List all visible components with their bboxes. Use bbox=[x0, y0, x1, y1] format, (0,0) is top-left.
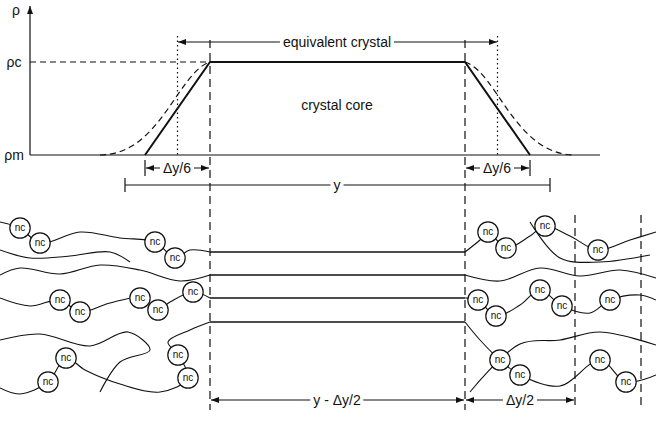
noncrystallizable-unit: nc bbox=[55, 347, 77, 369]
dimension-tick bbox=[144, 160, 145, 176]
noncrystallizable-unit: nc bbox=[9, 217, 31, 239]
polymer-chain bbox=[530, 222, 650, 262]
core-boundary bbox=[209, 40, 210, 410]
smooth-profile bbox=[100, 62, 210, 155]
dimension-label: y - Δy/2 bbox=[310, 392, 363, 408]
noncrystallizable-unit: nc bbox=[534, 215, 556, 237]
unit-label: nc bbox=[61, 353, 72, 363]
noncrystallizable-unit: nc bbox=[509, 364, 531, 386]
crystal-density-level bbox=[30, 61, 210, 62]
unit-label: nc bbox=[153, 305, 164, 315]
polymer-chain bbox=[0, 250, 130, 262]
dimension-label: equivalent crystal bbox=[280, 34, 394, 50]
noncrystallizable-unit: nc bbox=[551, 295, 573, 317]
unit-label: nc bbox=[605, 295, 616, 305]
noncrystallizable-unit: nc bbox=[467, 289, 489, 311]
density-profile bbox=[145, 62, 530, 155]
smooth-profile bbox=[465, 62, 575, 155]
equivalent-boundary bbox=[177, 36, 178, 155]
dimension-tick bbox=[124, 178, 125, 192]
dimension-tick bbox=[549, 178, 550, 192]
noncrystallizable-unit: nc bbox=[147, 299, 169, 321]
polymer-chain bbox=[0, 332, 150, 392]
unit-label: nc bbox=[515, 370, 526, 380]
unit-label: nc bbox=[183, 373, 194, 383]
unit-label: nc bbox=[55, 295, 66, 305]
noncrystallizable-unit: nc bbox=[49, 289, 71, 311]
noncrystallizable-unit: nc bbox=[177, 367, 199, 389]
unit-label: nc bbox=[35, 238, 46, 248]
noncrystallizable-unit: nc bbox=[164, 247, 186, 269]
crystal-stem bbox=[210, 321, 465, 322]
polymer-chain bbox=[0, 322, 210, 394]
noncrystallizable-unit: nc bbox=[37, 371, 59, 393]
noncrystallizable-unit: nc bbox=[589, 349, 611, 371]
noncrystallizable-unit: nc bbox=[495, 237, 517, 259]
dimension-label: Δy/6 bbox=[160, 160, 194, 176]
noncrystallizable-unit: nc bbox=[69, 301, 91, 323]
unit-label: nc bbox=[593, 245, 604, 255]
noncrystallizable-unit: nc bbox=[529, 279, 551, 301]
noncrystallizable-unit: nc bbox=[587, 239, 609, 261]
noncrystallizable-unit: nc bbox=[599, 289, 621, 311]
unit-label: nc bbox=[495, 355, 506, 365]
crystal-stem bbox=[210, 251, 465, 252]
unit-label: nc bbox=[75, 307, 86, 317]
unit-label: nc bbox=[540, 221, 551, 231]
crystal-stem bbox=[210, 274, 465, 275]
region-boundary bbox=[574, 215, 575, 410]
noncrystallizable-unit: nc bbox=[182, 281, 204, 303]
noncrystallizable-unit: nc bbox=[489, 349, 511, 371]
unit-label: nc bbox=[188, 287, 199, 297]
noncrystallizable-unit: nc bbox=[477, 221, 499, 243]
polymer-chain bbox=[0, 292, 210, 312]
density-axis bbox=[29, 6, 30, 155]
noncrystallizable-unit: nc bbox=[167, 344, 189, 366]
unit-label: nc bbox=[483, 227, 494, 237]
unit-label: nc bbox=[595, 355, 606, 365]
polymer-chain bbox=[465, 268, 656, 281]
baseline bbox=[30, 154, 600, 155]
unit-label: nc bbox=[173, 350, 184, 360]
noncrystallizable-unit: nc bbox=[29, 232, 51, 254]
unit-label: nc bbox=[170, 253, 181, 263]
crystal-stem bbox=[210, 297, 465, 298]
unit-label: nc bbox=[15, 223, 26, 233]
dimension-label: ρc bbox=[4, 54, 25, 70]
noncrystallizable-unit: nc bbox=[615, 371, 637, 393]
amorphous-chains bbox=[0, 222, 656, 394]
unit-label: nc bbox=[501, 243, 512, 253]
unit-label: nc bbox=[135, 293, 146, 303]
dimension-label: Δy/2 bbox=[503, 392, 537, 408]
dimension-label: y bbox=[331, 177, 344, 193]
dimension-label: crystal core bbox=[298, 97, 376, 113]
unit-label: nc bbox=[557, 301, 568, 311]
unit-label: nc bbox=[491, 311, 502, 321]
noncrystallizable-unit: nc bbox=[485, 305, 507, 327]
dimension-label: Δy/6 bbox=[480, 160, 514, 176]
dimension-tick bbox=[529, 160, 530, 176]
dimension-label: ρm bbox=[1, 147, 27, 163]
noncrystallizable-unit: nc bbox=[129, 287, 151, 309]
unit-label: nc bbox=[43, 377, 54, 387]
equivalent-boundary bbox=[497, 36, 498, 155]
noncrystallizable-unit: nc bbox=[144, 231, 166, 253]
unit-label: nc bbox=[473, 295, 484, 305]
dimension-label: ρ bbox=[9, 2, 23, 18]
unit-label: nc bbox=[621, 377, 632, 387]
core-boundary bbox=[464, 40, 465, 410]
unit-label: nc bbox=[535, 285, 546, 295]
unit-label: nc bbox=[150, 237, 161, 247]
polymer-chain bbox=[465, 322, 656, 386]
polymer-chain bbox=[470, 332, 656, 392]
